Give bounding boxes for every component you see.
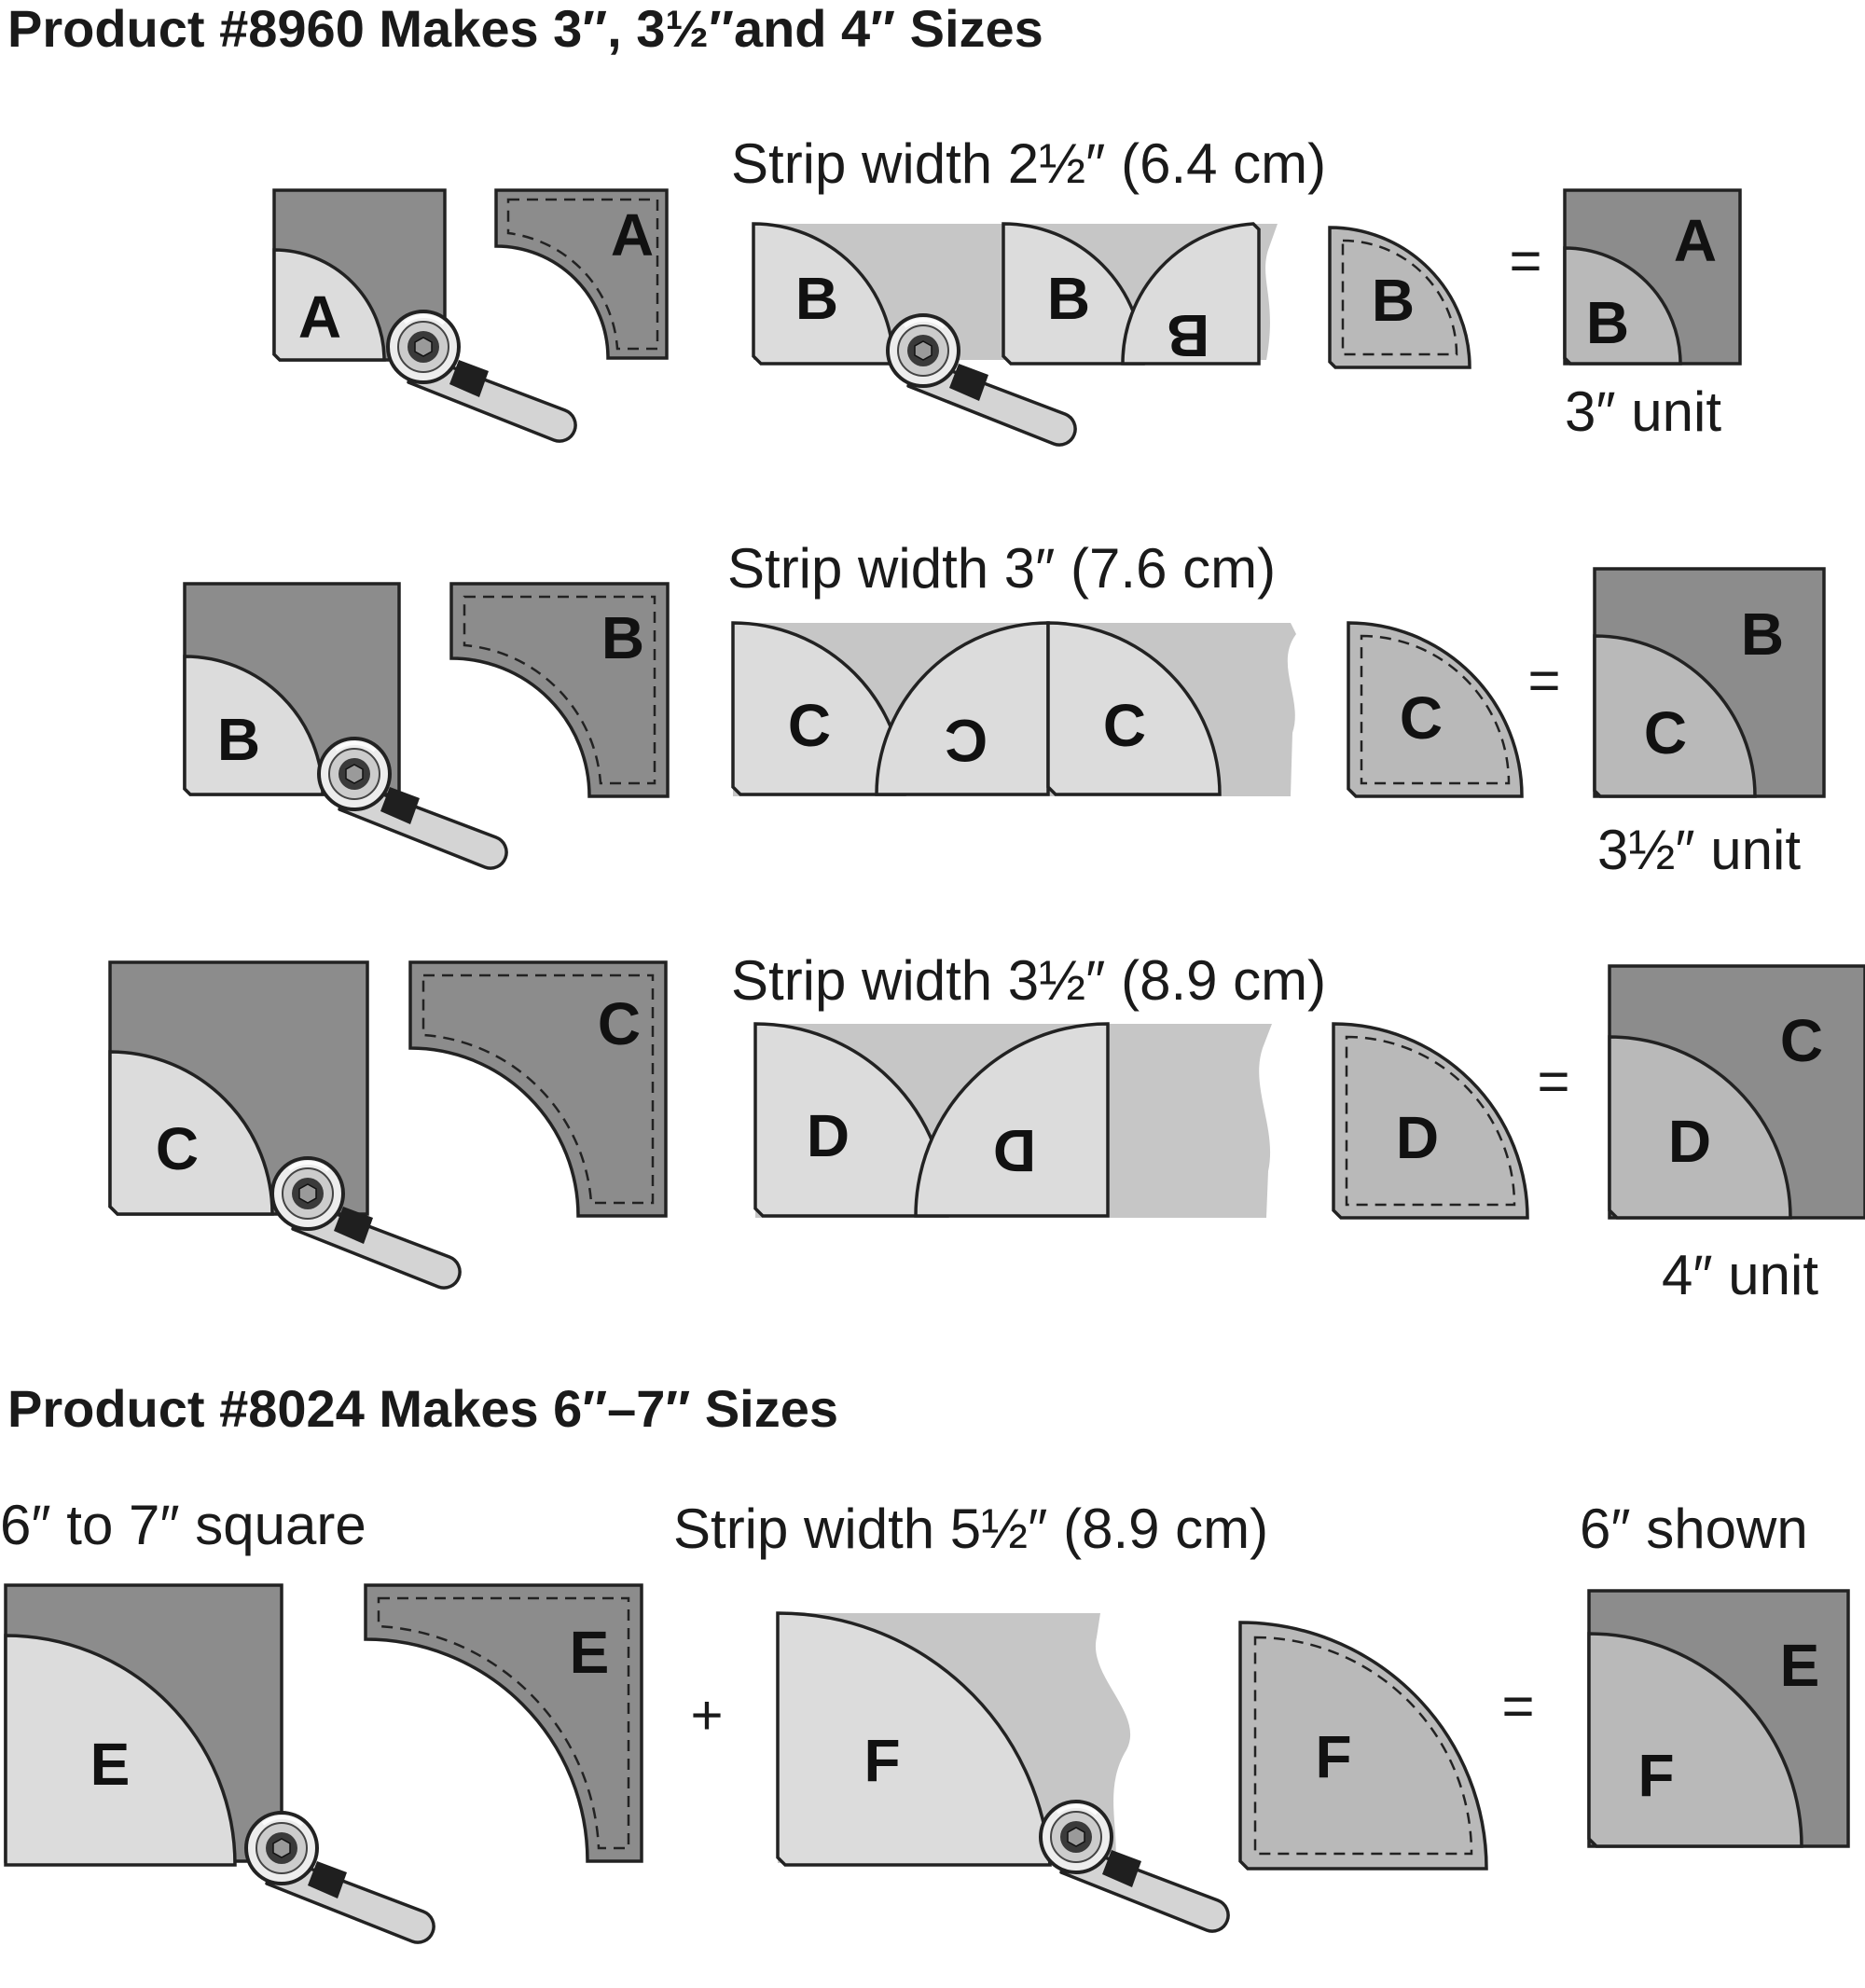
piece-label: D bbox=[807, 1102, 850, 1169]
equals-sign: = bbox=[1537, 1050, 1569, 1112]
finished-unit: A B bbox=[1563, 188, 1742, 366]
piece-label: C bbox=[156, 1115, 199, 1182]
unit-caption: 6″ shown bbox=[1580, 1498, 1808, 1560]
rotary-cutter-icon bbox=[1039, 1800, 1231, 1934]
finished-unit: C D bbox=[1608, 964, 1865, 1220]
corner-square-piece: E bbox=[4, 1583, 283, 1867]
fabric-strip: B B B bbox=[752, 222, 1278, 369]
piece-label: B bbox=[1741, 601, 1784, 668]
fabric-strip: D D bbox=[753, 1022, 1272, 1218]
piece-label: B bbox=[1167, 302, 1209, 369]
piece-label: F bbox=[863, 1727, 900, 1794]
rotary-cutter-icon bbox=[244, 1811, 436, 1945]
quarter-circle-piece: D bbox=[1332, 1022, 1529, 1220]
cutout-piece: A bbox=[494, 188, 669, 360]
piece-label: D bbox=[1396, 1104, 1439, 1171]
cutout-piece: E bbox=[364, 1583, 643, 1863]
equals-sign: = bbox=[1527, 649, 1560, 711]
piece-label: C bbox=[1780, 1007, 1823, 1074]
piece-label: C bbox=[1644, 699, 1687, 766]
piece-label: B bbox=[1586, 289, 1629, 356]
strip-width-caption: Strip width 2½″ (6.4 cm) bbox=[731, 132, 1326, 195]
quarter-circle-piece: C bbox=[1347, 621, 1524, 798]
section-heading: Product #8960 Makes 3″, 3½″and 4″ Sizes bbox=[7, 0, 1043, 58]
piece-label: B bbox=[1372, 267, 1415, 334]
fabric-strip: C C C bbox=[731, 621, 1296, 796]
piece-label: E bbox=[1780, 1632, 1820, 1699]
piece-label: B bbox=[795, 265, 838, 332]
piece-label: B bbox=[1047, 265, 1090, 332]
piece-label: B bbox=[601, 604, 644, 671]
unit-caption: 4″ unit bbox=[1662, 1244, 1818, 1306]
square-size-caption: 6″ to 7″ square bbox=[0, 1494, 366, 1556]
piece-label: E bbox=[90, 1731, 131, 1798]
template-row: C C Strip width 3½″ (8.9 cm) D D D = C D bbox=[108, 949, 1865, 1306]
strip-width-caption: Strip width 5½″ (8.9 cm) bbox=[673, 1498, 1268, 1560]
piece-label: D bbox=[993, 1117, 1036, 1184]
section-heading: Product #8024 Makes 6″–7″ Sizes bbox=[7, 1379, 838, 1438]
unit-caption: 3½″ unit bbox=[1597, 819, 1801, 881]
piece-label: A bbox=[298, 283, 341, 351]
finished-unit: E F bbox=[1587, 1589, 1850, 1848]
strip-width-caption: Strip width 3½″ (8.9 cm) bbox=[731, 949, 1326, 1012]
plus-sign: + bbox=[690, 1684, 723, 1746]
piece-label: F bbox=[1637, 1742, 1674, 1809]
piece-label: D bbox=[1668, 1108, 1711, 1175]
strip-width-caption: Strip width 3″ (7.6 cm) bbox=[727, 537, 1276, 600]
template-row: B B Strip width 3″ (7.6 cm) C C C C = B bbox=[183, 537, 1826, 881]
quarter-circle-piece: B bbox=[1328, 226, 1471, 369]
cutout-piece: B bbox=[449, 582, 670, 798]
piece-label: C bbox=[1400, 684, 1443, 752]
quarter-circle-piece: F bbox=[1238, 1621, 1488, 1871]
unit-caption: 3″ unit bbox=[1565, 380, 1721, 443]
piece-label: B bbox=[217, 706, 260, 773]
piece-label: A bbox=[611, 201, 654, 269]
piece-label: C bbox=[788, 692, 831, 759]
equals-sign: = bbox=[1501, 1675, 1534, 1737]
rotary-cutter-icon bbox=[317, 737, 509, 871]
piece-label: C bbox=[598, 990, 641, 1057]
piece-label: F bbox=[1315, 1723, 1351, 1790]
finished-unit: B C bbox=[1593, 567, 1826, 798]
template-row: A A Strip width 2½″ (6.4 cm) B B B B = bbox=[272, 132, 1742, 448]
piece-label: E bbox=[570, 1619, 610, 1686]
piece-label: C bbox=[1103, 692, 1146, 759]
corner-square-piece: C bbox=[108, 960, 369, 1216]
equals-sign: = bbox=[1509, 229, 1541, 292]
piece-label: A bbox=[1674, 207, 1717, 274]
rotary-cutter-icon bbox=[386, 310, 578, 444]
piece-label: C bbox=[945, 707, 988, 774]
cutout-piece: C bbox=[408, 960, 668, 1218]
template-row: 6″ to 7″ square E E + Strip width 5½″ (8… bbox=[0, 1494, 1850, 1945]
